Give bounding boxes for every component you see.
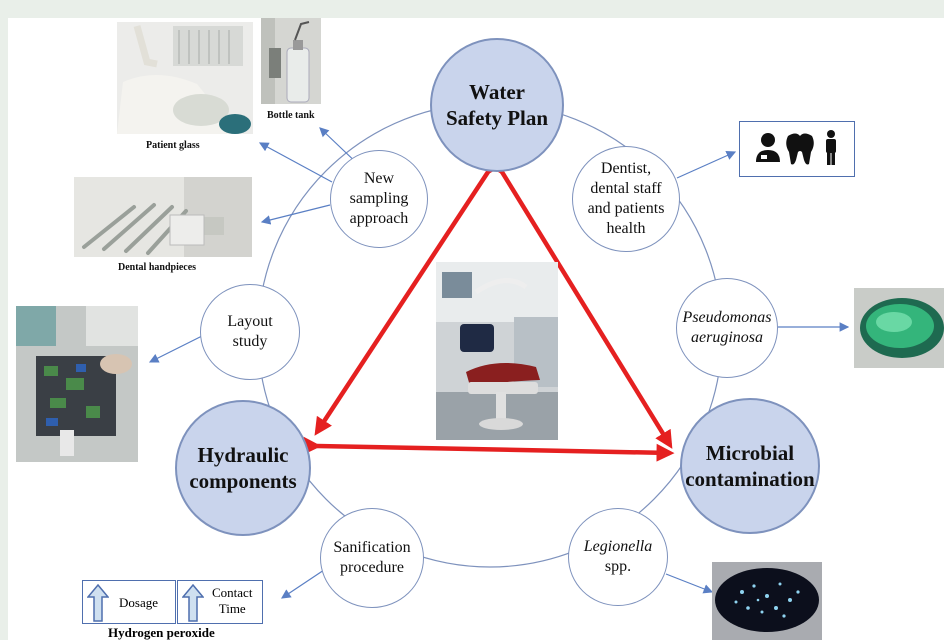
sanification-label: Sanification procedure: [333, 539, 411, 576]
hydraulic-components-label: Hydraulic components: [189, 443, 297, 493]
hydraulic-components-hub: Hydraulic components: [175, 400, 311, 536]
dental-chair-photo: [436, 262, 558, 440]
legionella-genus: Legionella: [583, 538, 653, 555]
red-arrow-left: [314, 155, 503, 436]
contact-time-box: Contact Time: [177, 580, 263, 624]
dosage-label: Dosage: [119, 595, 158, 610]
new-sampling-label: New sampling approach: [349, 170, 409, 227]
people-icons-box: [739, 121, 855, 177]
microbial-contamination-label: Microbial contamination: [685, 441, 815, 491]
water-safety-plan-label: Water Safety Plan: [445, 80, 549, 130]
connector-to-patient-glass: [258, 142, 333, 183]
dosage-box: Dosage: [82, 580, 176, 624]
pseudomonas-node: Pseudomonas aeruginosa: [676, 278, 778, 378]
patient-glass-caption: Patient glass: [146, 140, 200, 151]
tooth-icon: [786, 133, 814, 165]
people-icons-group: [756, 130, 836, 165]
water-safety-plan-hub: Water Safety Plan: [430, 38, 564, 172]
patient-glass-photo: [117, 22, 253, 134]
layout-study-node: Layout study: [200, 284, 300, 380]
legionella-culture-photo: [712, 562, 822, 640]
pseudomonas-culture-photo: [854, 288, 944, 368]
bottle-tank-photo: [261, 18, 321, 104]
user-doctor-icon: [756, 133, 780, 162]
pseudomonas-species: aeruginosa: [690, 329, 763, 346]
dental-handpieces-photo: [74, 177, 252, 257]
bottle-tank-caption: Bottle tank: [267, 110, 315, 121]
connector-to-people-icons: [676, 151, 737, 179]
legionella-text: Legionella spp.: [584, 537, 652, 577]
dentist-health-node: Dentist, dental staff and patients healt…: [572, 146, 680, 252]
connector-to-layout-photo: [148, 335, 203, 363]
person-icon: [826, 130, 836, 165]
pseudomonas-genus: Pseudomonas: [682, 309, 772, 326]
legionella-species: spp.: [604, 558, 632, 575]
dentist-health-label: Dentist, dental staff and patients healt…: [587, 160, 665, 237]
microbial-contamination-hub: Microbial contamination: [680, 398, 820, 534]
layout-study-photo: [16, 306, 138, 462]
red-arrow-right: [487, 155, 673, 449]
layout-study-label: Layout study: [227, 313, 273, 350]
connector-to-legionella-photo: [665, 573, 714, 594]
sanification-node: Sanification procedure: [320, 508, 424, 608]
legionella-node: Legionella spp.: [568, 508, 668, 606]
red-arrow-bottom: [303, 436, 675, 462]
dental-handpieces-caption: Dental handpieces: [118, 262, 197, 273]
arrow-up-icon: [182, 584, 204, 622]
new-sampling-node: New sampling approach: [330, 150, 428, 248]
pseudomonas-text: Pseudomonas aeruginosa: [683, 308, 772, 348]
contact-time-label: Contact Time: [212, 585, 253, 616]
arrow-up-icon: [87, 584, 109, 622]
hydrogen-peroxide-caption: Hydrogen peroxide: [108, 625, 215, 640]
connector-to-hydrogen-peroxide: [281, 569, 325, 599]
